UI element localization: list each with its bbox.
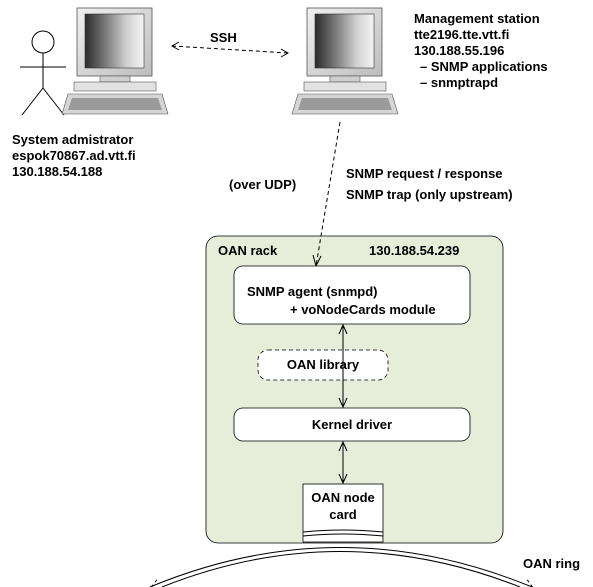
card-label-line1: OAN node [311,490,375,505]
computer-icon [61,7,169,115]
admin-ip: 130.188.54.188 [12,164,103,179]
kernel-label: Kernel driver [311,417,393,432]
stick-figure-icon [20,30,66,116]
ring-label: OAN ring [523,556,581,571]
oan-node-card [302,483,384,543]
admin-host: espok70867.ad.vtt.fi [12,148,136,163]
oan-ring [149,547,534,587]
ssh-connector [170,41,290,58]
agent-label-line1: SNMP agent (snmpd) [247,284,378,299]
snmp-request-label: SNMP request / response [346,166,503,181]
oan-library-box [257,349,389,381]
library-label: OAN library [286,357,360,372]
ssh-label: SSH [210,30,237,45]
rack-ip: 130.188.54.239 [369,243,460,258]
snmp-agent-box [233,265,471,325]
kernel-card-connector [338,440,348,485]
station-ip: 130.188.55.196 [414,43,505,58]
station-app-snmp: – SNMP applications [420,59,548,74]
card-label-line2: card [329,507,357,522]
station-host: tte2196.tte.vtt.fi [414,27,510,42]
admin-title: System admistrator [12,132,134,147]
snmp-trap-label: SNMP trap (only upstream) [346,187,513,202]
agent-kernel-connector [338,323,348,409]
computer-icon [291,7,399,115]
station-app-snmptrapd: – snmptrapd [420,75,499,90]
agent-label-line2: + voNodeCards module [290,302,436,317]
station-title: Management station [414,11,540,26]
kernel-driver-box [233,407,471,442]
udp-label: (over UDP) [229,177,297,192]
rack-title: OAN rack [218,243,278,258]
